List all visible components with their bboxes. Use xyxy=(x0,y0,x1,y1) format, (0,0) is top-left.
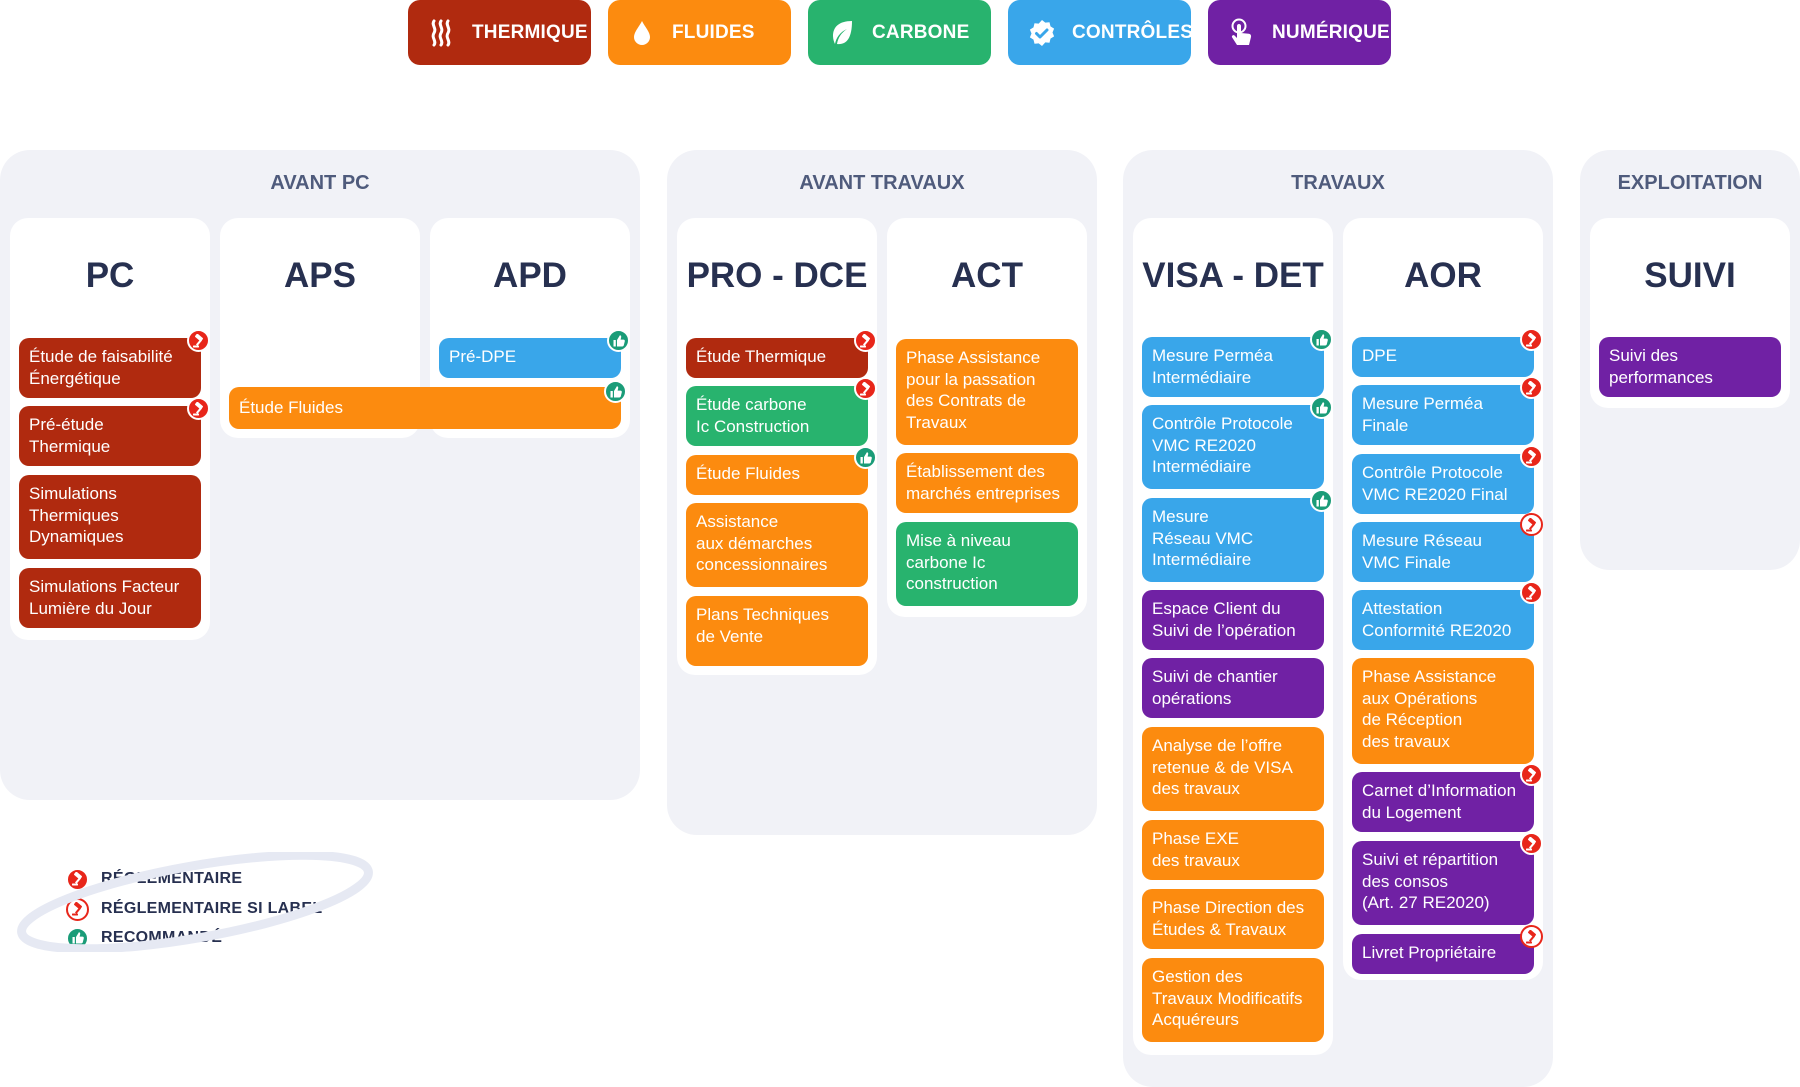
reglementaire-badge-icon xyxy=(187,329,210,352)
phase-title: TRAVAUX xyxy=(1291,172,1385,194)
phase-title: AVANT TRAVAUX xyxy=(799,172,965,194)
stage-title: APS xyxy=(284,256,356,295)
task-card[interactable]: Simulations Thermiques Dynamiques xyxy=(19,475,201,559)
task-card[interactable]: Pré-DPE xyxy=(439,338,621,378)
stage-title: PRO - DCE xyxy=(686,256,868,295)
task-card[interactable]: Suivi de chantier opérations xyxy=(1142,658,1324,718)
task-card[interactable]: Établissement des marchés entreprises xyxy=(896,453,1078,513)
task-card[interactable]: Mesure Réseau VMC Intermédiaire xyxy=(1142,498,1324,582)
category-ctrl-pill: CONTRÔLES xyxy=(1008,0,1194,65)
task-card[interactable]: Assistance aux démarches concessionnaire… xyxy=(686,503,868,587)
water-drop-icon xyxy=(628,19,656,47)
task-card[interactable]: Étude carbone Ic Construction xyxy=(686,386,868,446)
steam-icon xyxy=(428,19,456,47)
category-label: CONTRÔLES xyxy=(1072,21,1194,43)
reglementaire-si-label-badge-icon xyxy=(1520,513,1543,536)
phase-title: AVANT PC xyxy=(270,172,370,194)
stage-title: ACT xyxy=(951,256,1023,295)
gavel-icon xyxy=(66,867,89,891)
task-card[interactable]: Suivi des performances xyxy=(1599,337,1781,397)
reglementaire-badge-icon xyxy=(1520,581,1543,604)
task-card[interactable]: Contrôle Protocole VMC RE2020 Intermédia… xyxy=(1142,405,1324,489)
phase-title: EXPLOITATION xyxy=(1617,172,1763,194)
leaf-icon xyxy=(828,19,856,47)
category-label: THERMIQUE xyxy=(472,21,588,43)
task-card[interactable]: Étude Thermique xyxy=(686,338,868,378)
recommande-badge-icon xyxy=(1310,396,1333,419)
task-card[interactable]: Phase Direction des Études & Travaux xyxy=(1142,889,1324,949)
task-card[interactable]: Étude de faisabilité Énergétique xyxy=(19,338,201,398)
task-card[interactable]: Phase EXE des travaux xyxy=(1142,820,1324,880)
task-card[interactable]: Livret Propriétaire xyxy=(1352,934,1534,974)
legend-row: RÉGLEMENTAIRE SI LABEL xyxy=(66,897,322,921)
gavel-outline-icon xyxy=(66,897,89,921)
recommande-badge-icon xyxy=(1310,328,1333,351)
category-label: NUMÉRIQUE xyxy=(1272,21,1390,43)
category-flu-pill: FLUIDES xyxy=(608,0,791,65)
check-badge-icon xyxy=(1028,19,1056,47)
task-card[interactable]: Mesure Perméa Intermédiaire xyxy=(1142,337,1324,397)
reglementaire-badge-icon xyxy=(1520,832,1543,855)
task-card[interactable]: Analyse de l’offre retenue & de VISA des… xyxy=(1142,727,1324,811)
task-card[interactable]: Pré-étude Thermique xyxy=(19,406,201,466)
recommande-badge-icon xyxy=(604,380,627,403)
task-card[interactable]: Espace Client du Suivi de l’opération xyxy=(1142,590,1324,650)
reglementaire-badge-icon xyxy=(1520,328,1543,351)
category-carb-pill: CARBONE xyxy=(808,0,991,65)
task-card[interactable]: Phase Assistance aux Opérations de Récep… xyxy=(1352,658,1534,764)
reglementaire-badge-icon xyxy=(187,397,210,420)
task-card[interactable]: Contrôle Protocole VMC RE2020 Final xyxy=(1352,454,1534,514)
category-num-pill: NUMÉRIQUE xyxy=(1208,0,1391,65)
task-card[interactable]: Mesure Perméa Finale xyxy=(1352,385,1534,445)
task-card[interactable]: Phase Assistance pour la passation des C… xyxy=(896,339,1078,445)
stage-title: PC xyxy=(85,256,135,295)
reglementaire-si-label-badge-icon xyxy=(1520,925,1543,948)
legend-ellipse xyxy=(17,852,373,952)
task-card[interactable]: DPE xyxy=(1352,337,1534,377)
reglementaire-badge-icon xyxy=(1520,763,1543,786)
task-card[interactable]: Mise à niveau carbone Ic construction xyxy=(896,522,1078,606)
recommande-badge-icon xyxy=(854,446,877,469)
stage-title: SUIVI xyxy=(1644,256,1736,295)
task-card[interactable]: Étude Fluides xyxy=(686,455,868,495)
task-card[interactable]: Plans Techniques de Vente xyxy=(686,596,868,666)
task-card[interactable]: Attestation Conformité RE2020 xyxy=(1352,590,1534,650)
reglementaire-badge-icon xyxy=(854,329,877,352)
task-card[interactable]: Simulations Facteur Lumière du Jour xyxy=(19,568,201,628)
stage-title: AOR xyxy=(1404,256,1482,295)
touch-hand-icon xyxy=(1228,18,1256,47)
recommande-badge-icon xyxy=(1310,489,1333,512)
reglementaire-badge-icon xyxy=(854,377,877,400)
stage-title: VISA - DET xyxy=(1142,256,1324,295)
category-label: FLUIDES xyxy=(672,21,755,43)
category-label: CARBONE xyxy=(872,21,970,43)
reglementaire-badge-icon xyxy=(1520,445,1543,468)
task-card-spanning[interactable]: Étude Fluides xyxy=(229,387,621,429)
stage-title: APD xyxy=(493,256,567,295)
task-card[interactable]: Suivi et répartition des consos (Art. 27… xyxy=(1352,841,1534,925)
task-card[interactable]: Carnet d’Information du Logement xyxy=(1352,772,1534,832)
recommande-badge-icon xyxy=(607,329,630,352)
reglementaire-badge-icon xyxy=(1520,376,1543,399)
category-therm-pill: THERMIQUE xyxy=(408,0,591,65)
legend-label: RÉGLEMENTAIRE SI LABEL xyxy=(101,900,323,917)
task-card[interactable]: Mesure Réseau VMC Finale xyxy=(1352,522,1534,582)
task-card[interactable]: Gestion des Travaux Modificatifs Acquére… xyxy=(1142,958,1324,1042)
